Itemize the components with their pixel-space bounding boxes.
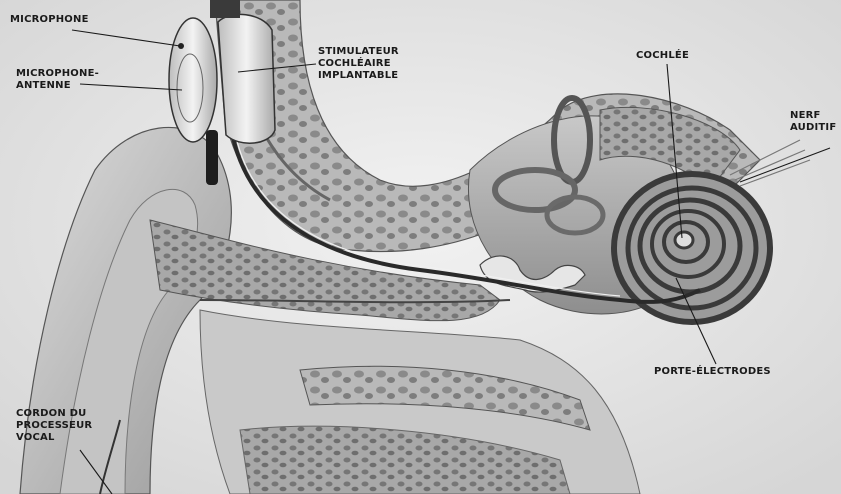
label-cordon-line-1: CORDON DU <box>16 408 92 420</box>
stimulator-head <box>210 0 240 18</box>
microphone-antenna-device <box>169 18 217 142</box>
label-nerf-line-2: AUDITIF <box>790 122 836 134</box>
label-stimulateur-line-3: IMPLANTABLE <box>318 70 399 82</box>
label-microphone: MICROPHONE <box>10 14 89 26</box>
label-stimulateur: STIMULATEUR COCHLÉAIRE IMPLANTABLE <box>318 46 399 82</box>
label-stimulateur-line-2: COCHLÉAIRE <box>318 58 399 70</box>
label-nerf-line-1: NERF <box>790 110 836 122</box>
label-microphone-antenne: MICROPHONE- ANTENNE <box>16 68 99 92</box>
label-cordon-line-3: VOCAL <box>16 432 92 444</box>
label-microphone-antenne-line-2: ANTENNE <box>16 80 99 92</box>
label-stimulateur-line-1: STIMULATEUR <box>318 46 399 58</box>
label-microphone-text: MICROPHONE <box>10 14 89 26</box>
label-cochlee: COCHLÉE <box>636 50 689 62</box>
label-cordon: CORDON DU PROCESSEUR VOCAL <box>16 408 92 444</box>
label-porte-electrodes-text: PORTE-ÉLECTRODES <box>654 366 771 378</box>
label-nerf: NERF AUDITIF <box>790 110 836 134</box>
label-cochlee-text: COCHLÉE <box>636 50 689 62</box>
implanted-stimulator <box>218 14 275 143</box>
label-cordon-line-2: PROCESSEUR <box>16 420 92 432</box>
label-porte-electrodes: PORTE-ÉLECTRODES <box>654 366 771 378</box>
headpiece-stem <box>206 130 218 185</box>
label-microphone-antenne-line-1: MICROPHONE- <box>16 68 99 80</box>
